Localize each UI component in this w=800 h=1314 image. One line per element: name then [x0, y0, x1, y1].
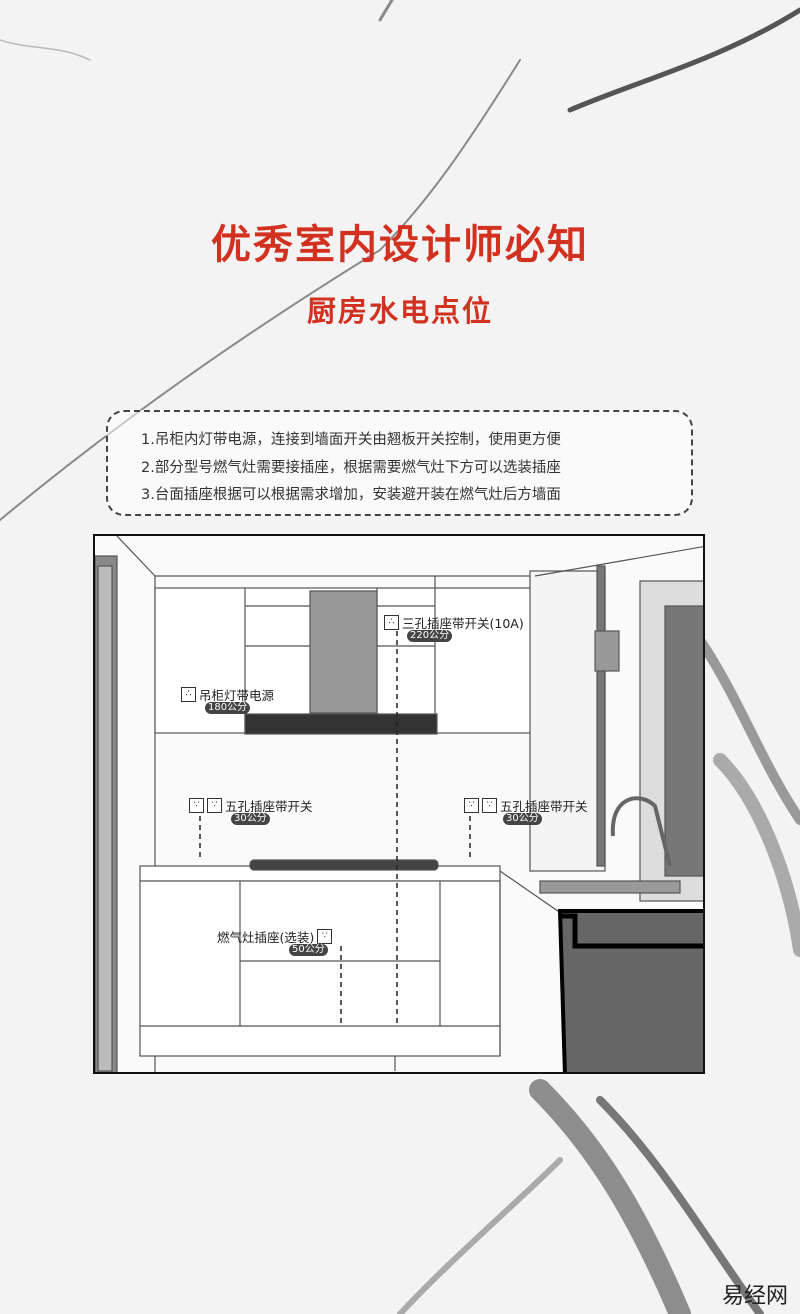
socket-label-stove: 燃气灶插座(选装)∵ — [217, 927, 333, 946]
socket-icon: ∵ — [317, 929, 333, 944]
socket-label-text: 吊柜灯带电源 — [199, 688, 275, 703]
socket-label-hood: ∴三孔插座带开关(10A) — [384, 613, 524, 632]
three-hole-socket-icon: ∴ — [384, 615, 399, 630]
height-badge: 50公分 — [289, 944, 328, 956]
page-title: 优秀室内设计师必知 — [211, 222, 589, 268]
socket-label-left-counter: ∵∵五孔插座带开关 — [189, 796, 313, 815]
socket-label-text: 燃气灶插座(选装) — [217, 930, 315, 945]
notes-box: 1.吊柜内灯带电源，连接到墙面开关由翘板开关控制，使用更方便 2.部分型号燃气灶… — [106, 410, 693, 516]
height-badge: 30公分 — [231, 813, 270, 825]
height-badge: 220公分 — [407, 630, 453, 642]
five-hole-socket-icon: ∵ — [207, 798, 222, 813]
height-badge: 30公分 — [503, 813, 542, 825]
five-hole-socket-icon: ∵ — [464, 798, 479, 813]
page-subtitle: 厨房水电点位 — [306, 294, 493, 328]
socket-label-text: 五孔插座带开关 — [500, 799, 588, 814]
socket-label-text: 五孔插座带开关 — [225, 799, 313, 814]
note-item: 3.台面插座根据可以根据需求增加，安装避开装在燃气灶后方墙面 — [141, 487, 561, 503]
five-hole-socket-icon: ∵ — [189, 798, 204, 813]
socket-label-cabinet-light: ∴吊柜灯带电源 — [181, 685, 274, 704]
kitchen-diagram: ∴三孔插座带开关(10A) 220公分 ∴吊柜灯带电源 180公分 ∵∵五孔插座… — [93, 534, 705, 1074]
note-item: 2.部分型号燃气灶需要接插座，根据需要燃气灶下方可以选装插座 — [141, 459, 561, 476]
height-badge: 180公分 — [205, 702, 251, 714]
socket-icon: ∴ — [181, 687, 196, 702]
watermark: 易经网 — [721, 1284, 788, 1309]
note-item: 1.吊柜内灯带电源，连接到墙面开关由翘板开关控制，使用更方便 — [141, 432, 561, 448]
five-hole-socket-icon: ∵ — [482, 798, 497, 813]
socket-label-text: 三孔插座带开关(10A) — [402, 616, 524, 631]
socket-label-right-counter: ∵∵五孔插座带开关 — [464, 796, 588, 815]
